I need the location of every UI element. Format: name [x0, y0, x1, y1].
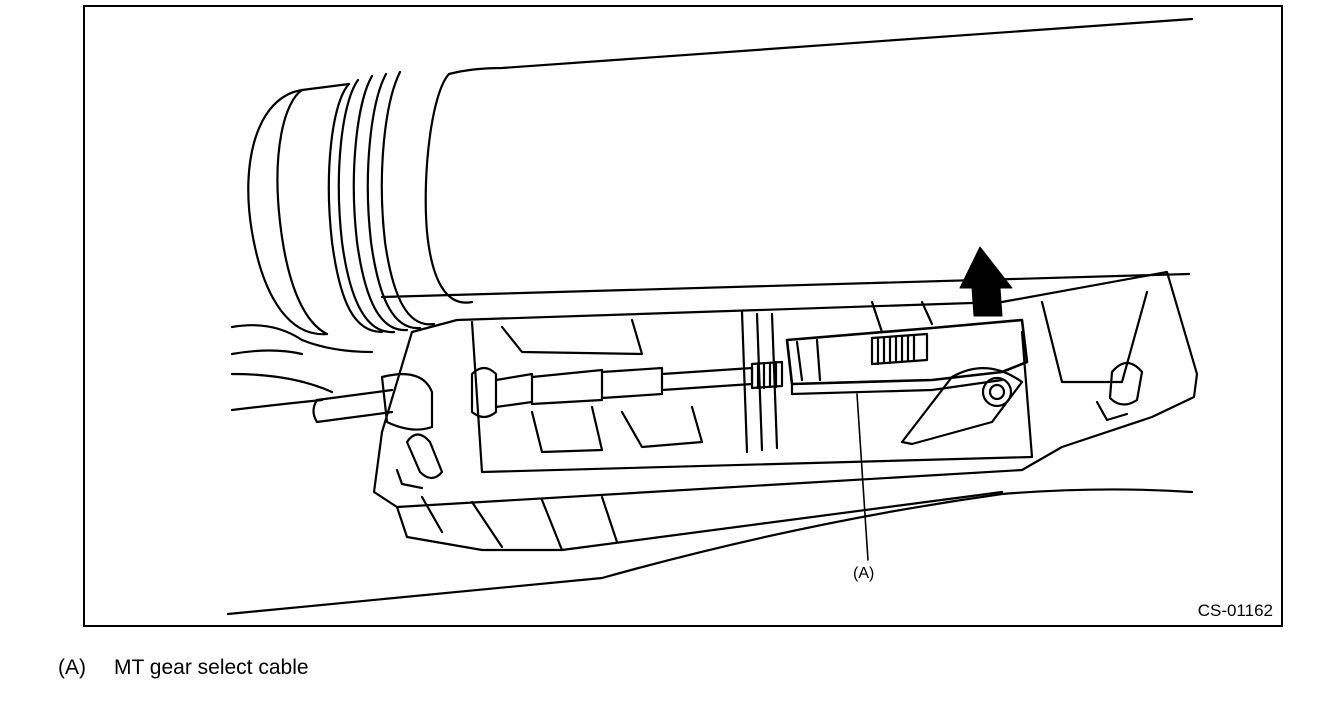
callout-leader [856, 393, 869, 561]
select-cable-illustration: (A) [226, 17, 1199, 616]
lower-body-line [380, 272, 1191, 299]
figure-id: CS-01162 [1197, 601, 1273, 620]
callout-label: (A) [853, 565, 874, 582]
select-cable [312, 360, 784, 431]
legend-key: (A) [58, 656, 86, 679]
left-tunnel-curve [230, 324, 374, 354]
legend-item: (A) MT gear select cable [58, 656, 309, 680]
diagram-figure: (A) CS-01162 [83, 5, 1283, 627]
upper-body-line [447, 17, 1194, 76]
large-duct [247, 70, 474, 336]
cable-end-socket [785, 318, 1029, 446]
legend-text: MT gear select cable [114, 656, 309, 679]
floor-line [226, 488, 1194, 616]
shifter-housing [372, 270, 1199, 552]
direction-arrow-up [959, 246, 1013, 317]
